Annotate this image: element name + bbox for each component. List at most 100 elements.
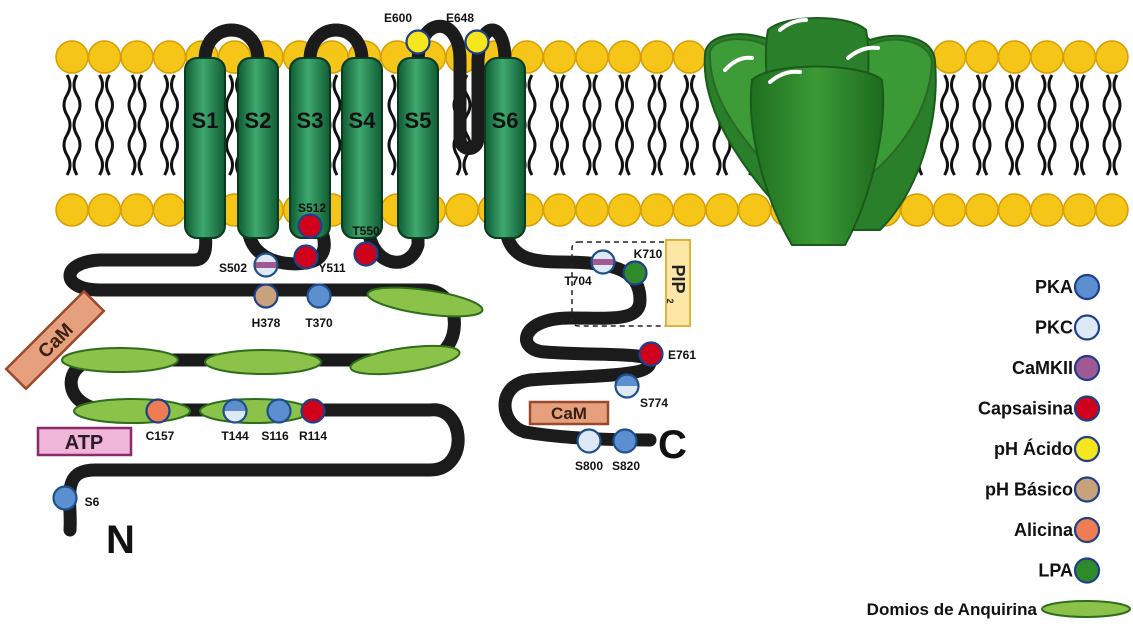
site-label: K710 (634, 247, 663, 261)
lipid-head (641, 194, 673, 226)
atp-label: ATP (65, 432, 104, 454)
site-label: H378 (252, 316, 281, 330)
c-terminus-label: C (658, 423, 687, 467)
lipid-head (609, 194, 641, 226)
legend-item: Capsaisina (978, 397, 1099, 421)
lipid-head (544, 194, 576, 226)
pip2-label: PIP (668, 264, 688, 293)
site-label: T704 (564, 274, 592, 288)
lipid-head (154, 41, 186, 73)
site-label: S502 (219, 261, 247, 275)
site-label: S6 (85, 495, 100, 509)
legend-label: pH Ácido (994, 438, 1073, 459)
helix-label: S4 (349, 108, 377, 133)
pip2-subscript: 2 (665, 298, 675, 303)
legend-label: pH Básico (985, 480, 1073, 500)
site-e648 (466, 31, 489, 54)
site-s820 (614, 430, 637, 453)
ankyrin-domain (74, 399, 190, 423)
legend-item: CaMKII (1012, 356, 1099, 380)
lipid-head (56, 41, 88, 73)
site-label: S116 (261, 429, 289, 443)
legend-item: pH Básico (985, 478, 1099, 502)
site-label: R114 (299, 429, 327, 443)
lipid-tails (1039, 75, 1055, 175)
legend-item: PKC (1035, 316, 1099, 340)
n-terminus-label: N (106, 518, 135, 562)
legend-label: LPA (1038, 561, 1073, 581)
lipid-head (674, 194, 706, 226)
site-label: E761 (668, 348, 696, 362)
site-label: T370 (305, 316, 333, 330)
lipid-tails (162, 75, 178, 175)
site-t370 (308, 285, 331, 308)
lipid-tails (584, 75, 600, 175)
ankyrin-domain (200, 399, 310, 423)
site-h378 (255, 285, 278, 308)
helix-label: S3 (297, 108, 324, 133)
site-t704 (592, 251, 615, 274)
lipid-head (934, 194, 966, 226)
legend-swatch (1075, 559, 1099, 583)
site-label: S820 (612, 459, 640, 473)
legend-label: CaMKII (1012, 358, 1073, 378)
site-e761 (640, 343, 663, 366)
helix-label: S5 (405, 108, 432, 133)
site-c157 (147, 400, 170, 423)
legend: PKA PKC CaMKII Capsaisina pH Ácido pH BásicoA… (867, 275, 1130, 619)
lipid-head (641, 41, 673, 73)
helix-label: S2 (245, 108, 272, 133)
ankyrin-domain (62, 348, 178, 372)
lipid-head (1064, 41, 1096, 73)
site-label: T144 (221, 429, 249, 443)
site-e600 (407, 31, 430, 54)
legend-label: PKC (1035, 318, 1073, 338)
atp-box: ATP (38, 428, 131, 455)
lipid-head (1031, 41, 1063, 73)
site-label: S800 (575, 459, 603, 473)
lipid-head (966, 194, 998, 226)
site-label: C157 (146, 429, 175, 443)
legend-item: pH Ácido (994, 437, 1099, 461)
lipid-head (56, 194, 88, 226)
legend-swatch (1075, 478, 1099, 502)
legend-swatch (1075, 356, 1099, 380)
site-label: E648 (446, 11, 474, 25)
lipid-head (739, 194, 771, 226)
lipid-tails (552, 75, 568, 175)
legend-swatch (1075, 397, 1099, 421)
site-label: S774 (640, 396, 668, 410)
legend-label: Capsaisina (978, 399, 1074, 419)
lipid-tails (64, 75, 80, 175)
lipid-head (446, 194, 478, 226)
lipid-head (121, 41, 153, 73)
site-y511 (295, 246, 318, 269)
legend-item: Domios de Anquirina (867, 600, 1130, 619)
site-s512 (299, 215, 322, 238)
lipid-head (1096, 194, 1128, 226)
site-label: Y511 (318, 261, 346, 275)
cam-box-c: CaM (530, 402, 608, 424)
legend-item: Alicina (1014, 518, 1099, 542)
site-s116 (268, 400, 291, 423)
lipid-tails (1104, 75, 1120, 175)
lipid-head (901, 194, 933, 226)
lipid-head (609, 41, 641, 73)
legend-swatch (1042, 601, 1130, 617)
lipid-tails (682, 75, 698, 175)
helix-s1: S1 (185, 58, 225, 238)
lipid-head (706, 194, 738, 226)
legend-item: PKA (1035, 275, 1099, 299)
lipid-head (674, 41, 706, 73)
lipid-tails (617, 75, 633, 175)
site-label: S512 (298, 201, 326, 215)
lipid-tails (974, 75, 990, 175)
legend-swatch (1075, 316, 1099, 340)
legend-swatch (1075, 437, 1099, 461)
ankyrin-domain (205, 350, 321, 374)
site-k710 (624, 262, 647, 285)
lipid-tails (129, 75, 145, 175)
lipid-head (154, 194, 186, 226)
lipid-head (966, 41, 998, 73)
